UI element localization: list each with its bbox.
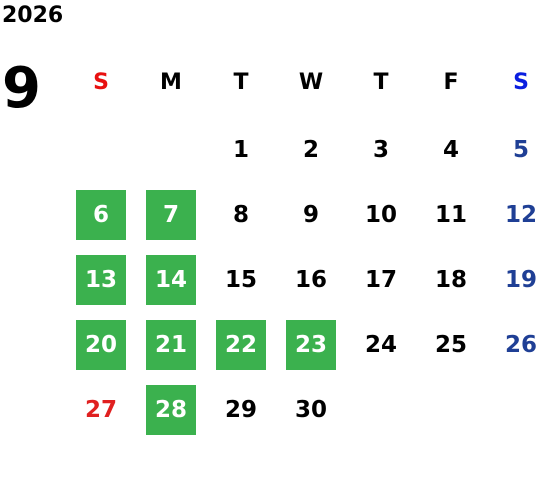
day-cell[interactable]: 4 (442, 137, 459, 163)
day-cell[interactable]: 26 (504, 332, 537, 358)
day-cell[interactable]: 20 (76, 320, 126, 370)
day-cell[interactable]: 11 (434, 202, 467, 228)
day-cell[interactable]: 2 (302, 137, 319, 163)
day-cell[interactable]: 19 (504, 267, 537, 293)
day-cell[interactable]: 23 (286, 320, 336, 370)
day-cell[interactable]: 9 (302, 202, 319, 228)
day-cell[interactable]: 17 (364, 267, 397, 293)
day-cell[interactable]: 24 (364, 332, 397, 358)
weekday-header: F (443, 69, 459, 95)
day-cell[interactable]: 6 (76, 190, 126, 240)
day-cell[interactable]: 18 (434, 267, 467, 293)
day-cell[interactable]: 5 (512, 137, 529, 163)
day-cell[interactable]: 28 (146, 385, 196, 435)
weekday-header: M (160, 69, 182, 95)
day-cell[interactable]: 15 (224, 267, 257, 293)
weekday-header: T (233, 69, 249, 95)
weekday-header: T (373, 69, 389, 95)
weekday-header: W (298, 69, 324, 95)
day-cell[interactable]: 21 (146, 320, 196, 370)
day-cell[interactable]: 8 (232, 202, 249, 228)
day-cell[interactable]: 1 (232, 137, 249, 163)
day-cell[interactable]: 30 (294, 397, 327, 423)
day-cell[interactable]: 25 (434, 332, 467, 358)
year-label: 2026 (2, 3, 64, 28)
day-cell[interactable]: 27 (84, 397, 117, 423)
day-cell[interactable]: 13 (76, 255, 126, 305)
day-cell[interactable]: 22 (216, 320, 266, 370)
weekday-header: S (93, 69, 109, 95)
day-cell[interactable]: 29 (224, 397, 257, 423)
day-cell[interactable]: 10 (364, 202, 397, 228)
month-number: 9 (2, 56, 41, 121)
day-cell[interactable]: 16 (294, 267, 327, 293)
weekday-header: S (513, 69, 529, 95)
day-cell[interactable]: 14 (146, 255, 196, 305)
day-cell[interactable]: 12 (504, 202, 537, 228)
day-cell[interactable]: 7 (146, 190, 196, 240)
day-cell[interactable]: 3 (372, 137, 389, 163)
